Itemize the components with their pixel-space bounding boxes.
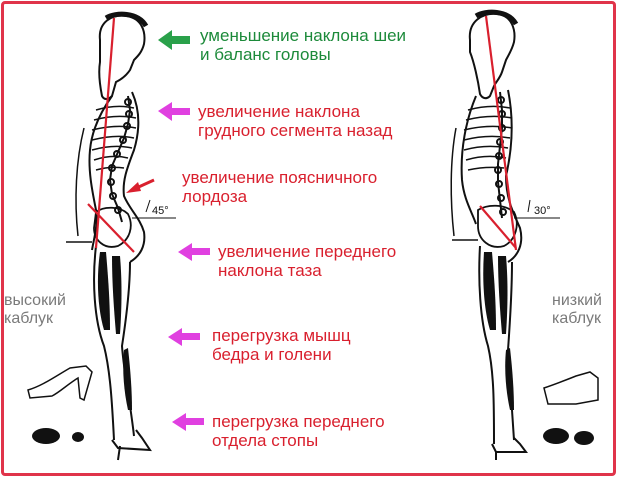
magenta-arrow-icon (178, 243, 210, 261)
angle-label-left: 45° (152, 205, 169, 217)
annotation-thoracic: увеличение наклона грудного сегмента наз… (198, 102, 393, 140)
annotation-leg-muscles: перегрузка мышц бедра и голени (212, 326, 351, 364)
low-heel-figure (450, 9, 599, 460)
spine-axis-line-right (484, 15, 518, 251)
pelvis-axis-line-left (87, 203, 135, 253)
angle-label-right: 30° (534, 205, 551, 217)
magenta-arrow-icon (158, 102, 190, 121)
magenta-arrow-icon (172, 413, 204, 431)
pelvis-axis-line-right (479, 205, 517, 249)
annotation-pelvic-tilt: увеличение переднего наклона таза (218, 242, 397, 280)
annotation-forefoot: перегрузка переднего отдела стопы (212, 412, 385, 450)
label-low-heel: низкий каблук (552, 292, 602, 327)
high-heel-figure (27, 11, 176, 461)
label-high-heel: высокий каблук (4, 292, 66, 327)
annotation-neck-head: уменьшение наклона шеи и баланс головы (200, 26, 407, 64)
red-arrow-icon (126, 178, 155, 193)
spine-axis-line-left (94, 17, 116, 249)
annotation-lumbar-lordosis: увеличение поясничного лордоза (182, 168, 378, 206)
diagram-frame (1, 1, 616, 476)
magenta-arrow-icon (168, 328, 200, 346)
green-arrow-icon (158, 30, 190, 50)
